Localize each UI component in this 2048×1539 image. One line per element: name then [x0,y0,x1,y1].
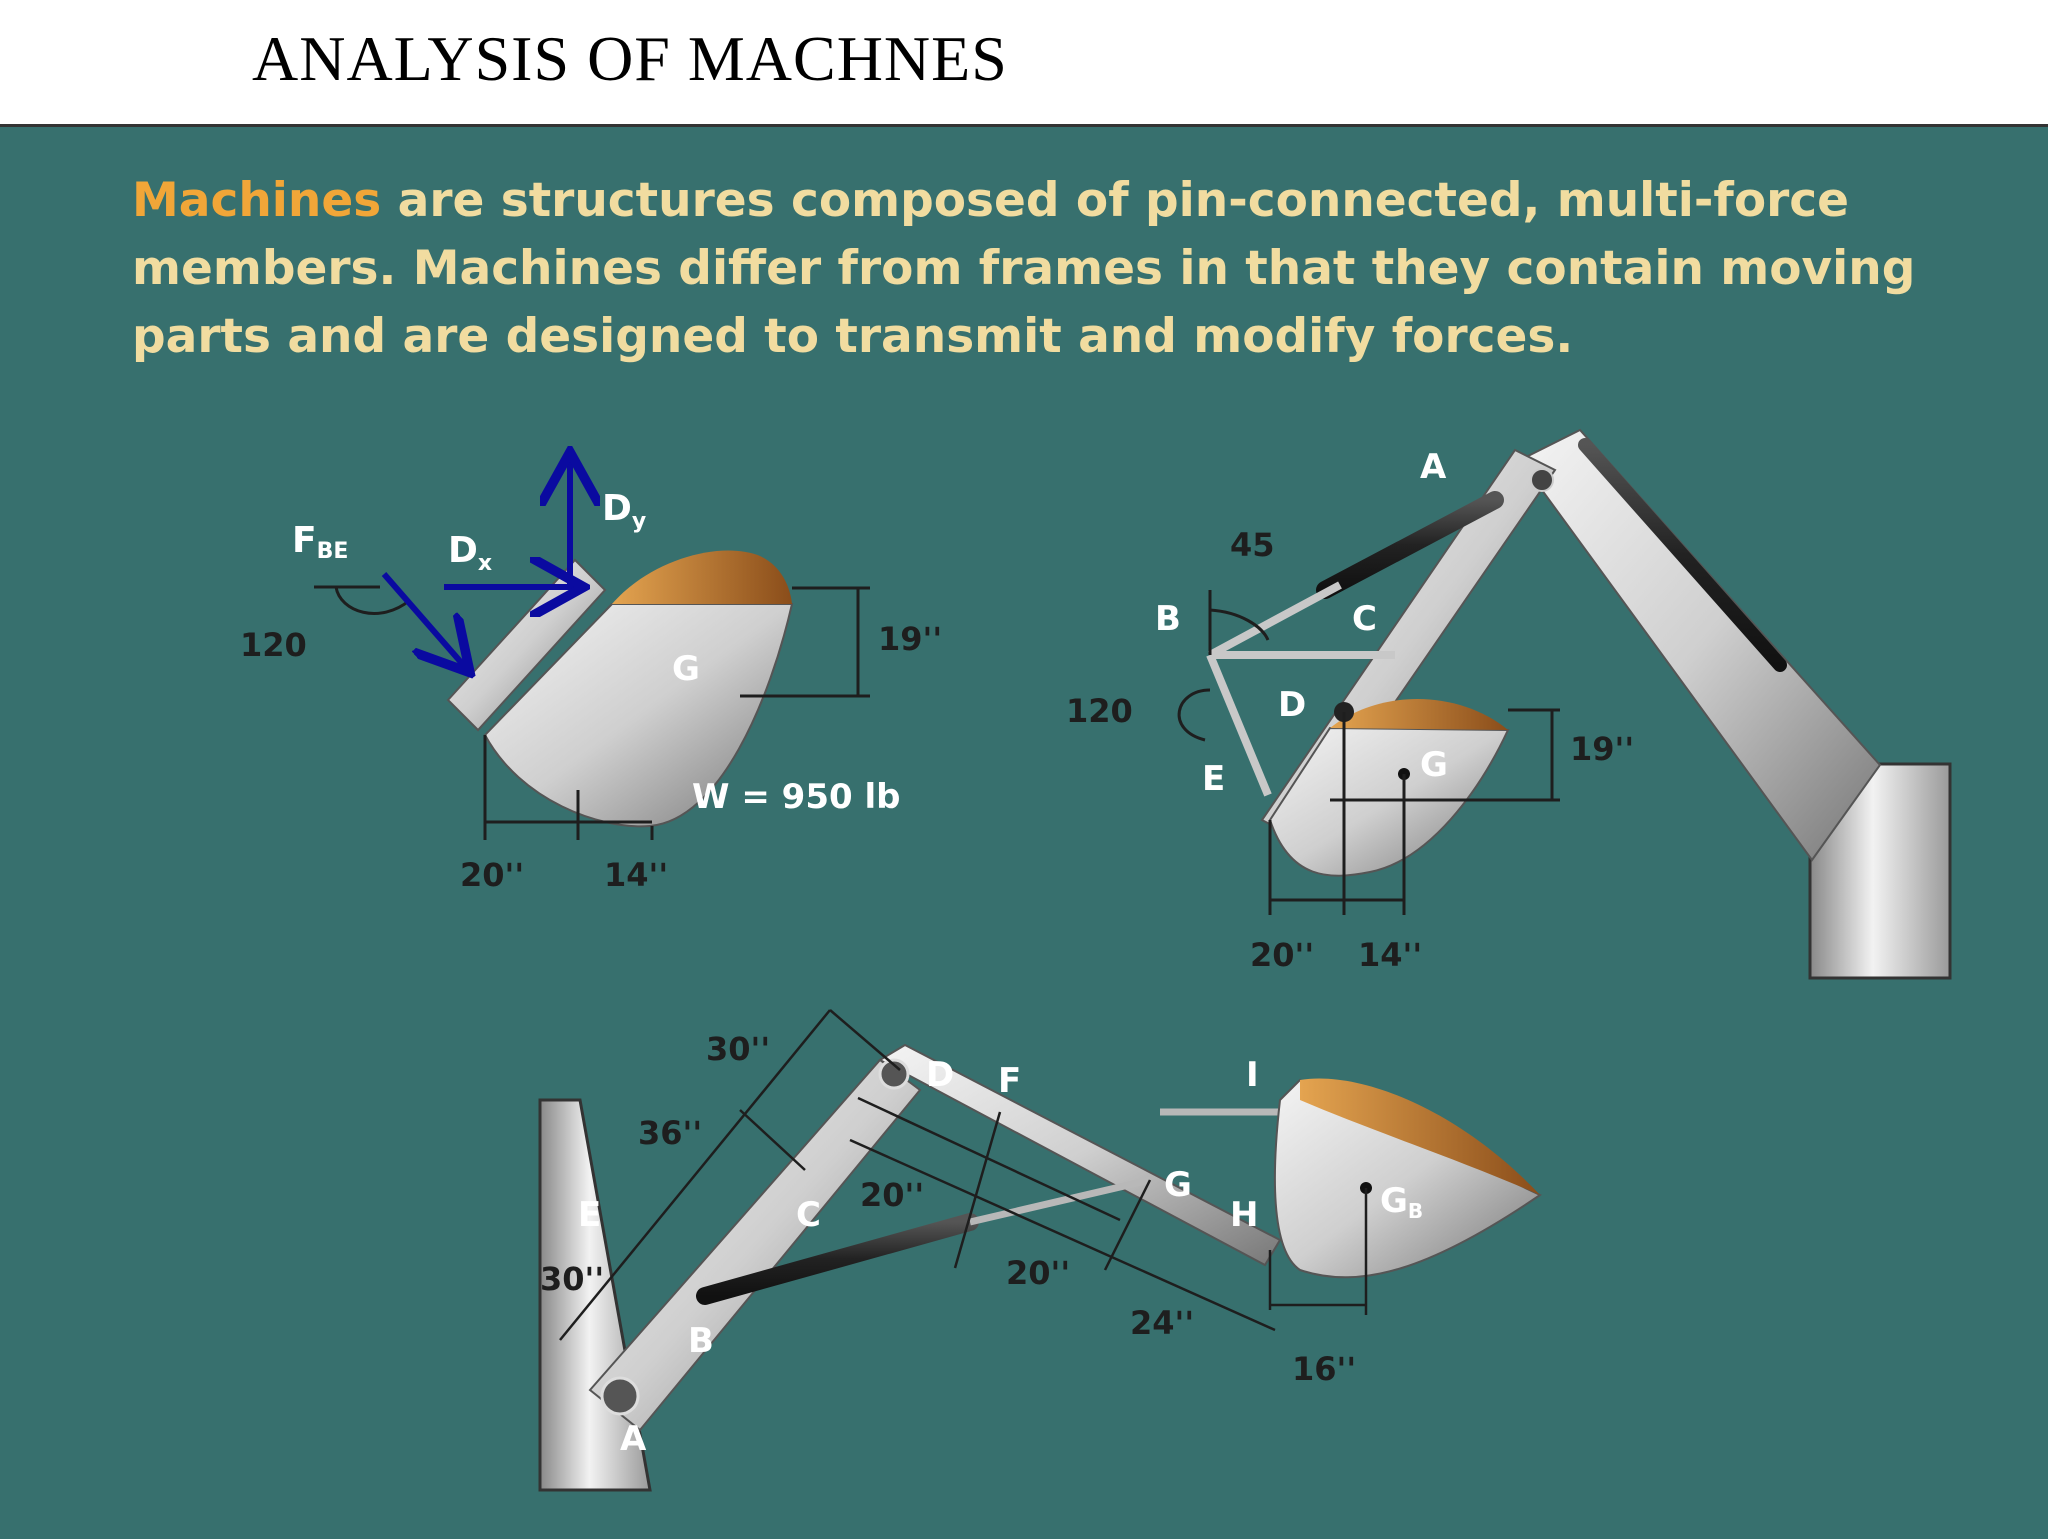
boom-dim-20a: 20'' [860,1176,924,1214]
label-dx: Dx [448,530,492,576]
loader-cylinder-boom [1578,438,1787,672]
loader-label-g: G [1420,745,1448,785]
boom-label-g: G [1164,1165,1192,1205]
boom-dim-36: 36'' [638,1114,702,1152]
pin-d-icon [878,1058,910,1090]
loader-links [1206,581,1395,797]
boom-label-e: E [578,1195,601,1235]
boom-label-d: D [926,1055,954,1095]
loader-dim-angle-left: 120 [1066,692,1133,730]
loader-base [1808,762,1952,980]
dim-left: 20'' [460,856,524,894]
pin-a-icon [1530,468,1554,492]
boom-arm-dh [877,1043,1282,1267]
loader-dim-right: 14'' [1358,936,1422,974]
boom-label-i: I [1246,1055,1259,1095]
label-g: G [672,649,700,689]
label-weight: W = 950 lb [692,777,900,817]
boom-label-c: C [796,1195,821,1235]
loader-bucket [1268,726,1510,877]
loader-boom [1518,428,1882,862]
boom-rod-bg [969,1176,1151,1226]
boom-dim-30a: 30'' [706,1030,770,1068]
loader-dim-angle-top: 45 [1230,526,1275,564]
boom-label-a: A [620,1419,647,1459]
boom-label-gb: GB [1380,1181,1423,1223]
bucket-free-body-diagram: FBE Dx Dy G W = 950 lb 120 19'' 20'' 14'… [240,458,942,894]
loader-dim-left: 20'' [1250,936,1314,974]
loader-arm-diagram: A B C D E G 45 120 19'' 20'' 14'' [1066,428,1952,980]
intro-keyword: Machines [132,173,382,228]
dim-angle: 120 [240,626,307,664]
intro-paragraph: Machines are structures composed of pin-… [132,167,1932,371]
boom-cylinder-bg [696,1213,979,1305]
label-fbe: FBE [292,520,348,564]
loader-dim-height: 19'' [1570,730,1634,768]
slide-header: ANALYSIS OF MACHNES [0,0,2048,124]
force-fbe-arrow [381,572,466,668]
loader-bucket-load [1330,698,1508,730]
boom-linkage-diagram: 30'' 36'' 20'' 20'' 30'' 24'' 16'' A B C… [538,1009,1542,1492]
boom-label-h: H [1230,1195,1258,1235]
boom-bucket-load [1300,1078,1540,1195]
boom-label-f: F [998,1061,1021,1101]
loader-label-d: D [1278,685,1306,725]
loader-label-b: B [1155,599,1181,639]
intro-text: are structures composed of pin-connected… [132,173,1916,364]
boom-dim-24: 24'' [1130,1304,1194,1342]
loader-label-a: A [1420,447,1447,487]
dim-height: 19'' [878,620,942,658]
fbd-dimension-lines [314,585,870,840]
force-arrows [381,458,578,668]
slide-title: ANALYSIS OF MACHNES [252,23,1008,94]
dim-right: 14'' [604,856,668,894]
boom-dimension-lines [559,1009,1368,1341]
loader-label-e: E [1202,759,1225,799]
boom-label-b: B [688,1321,714,1361]
loader-label-c: C [1352,599,1377,639]
boom-bucket [1273,1078,1542,1279]
bucket-body [483,603,794,828]
loader-cylinder-main [1316,491,1504,599]
pin-a-icon [600,1376,640,1416]
boom-dim-20b: 20'' [1006,1254,1070,1292]
bucket-load [612,550,792,604]
slide-body: Machines are structures composed of pin-… [0,124,2048,1539]
machine-diagrams: FBE Dx Dy G W = 950 lb 120 19'' 20'' 14'… [240,428,1952,1492]
boom-dim-30b: 30'' [540,1260,604,1298]
boom-dim-16: 16'' [1292,1350,1356,1388]
loader-dimension-lines [1177,590,1560,915]
label-dy: Dy [602,488,646,534]
